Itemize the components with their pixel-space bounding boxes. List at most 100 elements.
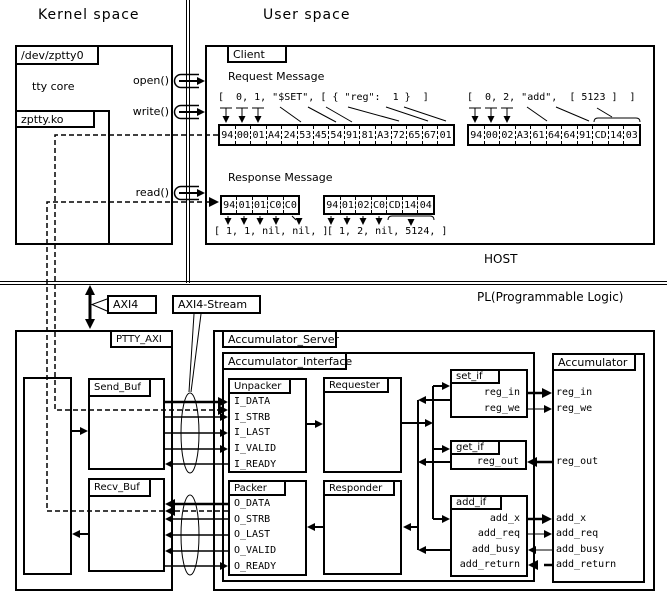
open-call-label: open() <box>132 74 169 87</box>
hex-byte-cell: 03 <box>623 126 639 144</box>
signal-label: I_LAST <box>234 427 271 439</box>
hex-byte-cell: 01 <box>251 197 267 213</box>
axi4-stream-label: AXI4-Stream <box>172 295 261 314</box>
hex-byte-cell: 53 <box>296 126 313 144</box>
kernel-space-title: Kernel space <box>38 7 140 23</box>
hex-byte-cell: 72 <box>390 126 407 144</box>
hex-byte-cell: 00 <box>234 126 251 144</box>
hex-byte-cell: 94 <box>326 199 339 211</box>
hex-byte-cell: 91 <box>576 126 593 144</box>
hex-byte-cell: 91 <box>343 126 360 144</box>
hex-byte-cell: A3 <box>374 126 391 144</box>
write-call-label: write() <box>132 105 169 118</box>
hex-byte-cell: 67 <box>421 126 438 144</box>
hex-byte-cell: 04 <box>417 197 433 213</box>
accumulator-server-label: Accumulator_Server <box>222 330 339 348</box>
get-if-label: get_if <box>450 440 500 455</box>
add-if-signal: add_x <box>489 513 520 524</box>
signal-label: I_STRB <box>234 411 271 423</box>
response-message-1-text: [ 1, 1, nil, nil, ] <box>214 226 329 237</box>
hex-byte-cell: CD <box>386 197 402 213</box>
ptty-axi-box <box>15 330 173 591</box>
recv-buf-label: Recv_Buf <box>88 478 151 497</box>
hex-byte-cell: 01 <box>250 126 266 144</box>
hex-byte-cell: 81 <box>359 126 375 144</box>
request-message-1-text: [ 0, 1, "$SET", [ { "reg": 1 } ] <box>218 92 429 103</box>
accumulator-signal: add_x <box>556 513 587 524</box>
unpacker-signals: I_DATA I_STRB I_LAST I_VALID I_READY <box>230 394 304 472</box>
ptty-axi-label: PTTY_AXI <box>110 330 173 348</box>
unpacker-label: Unpacker <box>228 378 291 394</box>
add-if-signal: add_req <box>477 528 520 539</box>
hex-byte-cell: 14 <box>607 126 624 144</box>
packer-label: Packer <box>228 480 286 496</box>
dev-zptty0-label: /dev/zptty0 <box>15 45 99 65</box>
send-buf-label: Send_Buf <box>88 378 151 397</box>
host-label: HOST <box>484 252 518 266</box>
accumulator-signal: reg_we <box>556 403 593 414</box>
signal-label: O_VALID <box>234 545 277 557</box>
response-message-2-text: [ 1, 2, nil, 5124, ] <box>327 226 448 237</box>
hex-byte-cell: 65 <box>406 126 422 144</box>
zptty-ko-box <box>15 110 110 245</box>
hex-byte-cell: 02 <box>499 126 515 144</box>
add-if-label: add_if <box>450 495 502 510</box>
hex-byte-cell: 64 <box>561 126 577 144</box>
signal-label: O_STRB <box>234 513 271 525</box>
add-if-signal: add_return <box>459 559 520 570</box>
requester-label: Requester <box>323 377 389 393</box>
hex-byte-cell: 14 <box>401 197 418 213</box>
hex-byte-cell: 61 <box>530 126 546 144</box>
zptty-ko-label: zptty.ko <box>15 110 95 128</box>
hex-byte-cell: 54 <box>328 126 344 144</box>
hex-byte-cell: 64 <box>545 126 562 144</box>
accumulator-signal: add_return <box>556 559 617 570</box>
ptty-axi-register-block <box>23 377 72 575</box>
response-message-heading: Response Message <box>228 171 333 184</box>
hex-byte-cell: 94 <box>221 129 234 141</box>
accumulator-server-box <box>213 330 655 591</box>
hex-byte-cell: C0 <box>370 197 387 213</box>
accumulator-label: Accumulator <box>552 353 636 371</box>
tty-core-label: tty core <box>32 80 75 93</box>
hex-byte-cell: 24 <box>281 126 297 144</box>
signal-label: I_DATA <box>234 396 271 408</box>
accumulator-signal: reg_out <box>556 456 599 467</box>
signal-label: I_VALID <box>234 443 277 455</box>
request-message-heading: Request Message <box>228 70 325 83</box>
hex-byte-cell: 00 <box>483 126 500 144</box>
responder-label: Responder <box>323 480 395 496</box>
hex-byte-cell: 01 <box>236 197 251 213</box>
client-box <box>205 45 655 245</box>
hex-byte-cell: 94 <box>223 199 236 211</box>
hex-byte-cell: 01 <box>437 126 453 144</box>
hex-byte-cell: A4 <box>265 126 282 144</box>
accumulator-interface-box <box>222 352 535 582</box>
request-message-2-text: [ 0, 2, "add", [ 5123 ] ] <box>467 92 636 103</box>
set-if-signal: reg_in <box>483 387 520 398</box>
hex-byte-cell: C0 <box>267 197 282 213</box>
hex-byte-cell: 45 <box>312 126 329 144</box>
get-if-signal: reg_out <box>476 456 519 467</box>
set-if-signal: reg_we <box>483 403 520 414</box>
hex-byte-cell: C0 <box>282 197 298 213</box>
accumulator-signal: reg_in <box>556 387 593 398</box>
read-call-label: read() <box>135 186 169 199</box>
set-if-label: set_if <box>450 369 500 384</box>
accumulator-signal: add_busy <box>556 544 605 555</box>
signal-label: O_DATA <box>234 498 271 510</box>
accumulator-signal: add_req <box>556 528 599 539</box>
axi4-label: AXI4 <box>107 295 157 314</box>
hex-byte-cell: A3 <box>514 126 531 144</box>
add-if-signal: add_busy <box>471 544 520 555</box>
signal-label: O_READY <box>234 560 277 572</box>
client-label: Client <box>227 45 287 63</box>
pl-label: PL(Programmable Logic) <box>477 290 624 304</box>
signal-label: I_READY <box>234 458 277 470</box>
hex-byte-cell: 02 <box>355 197 371 213</box>
